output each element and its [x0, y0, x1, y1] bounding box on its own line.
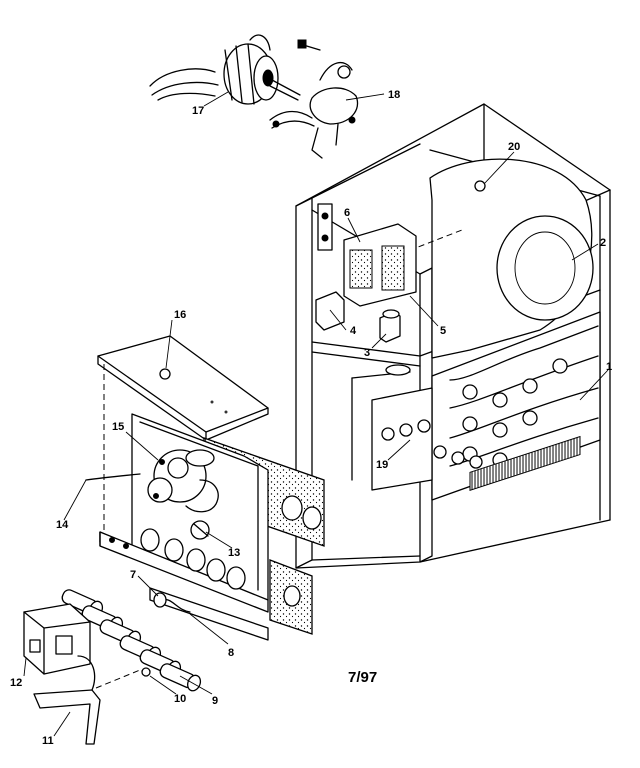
- callout-15: 15: [112, 421, 124, 433]
- callout-7: 7: [130, 569, 136, 581]
- callout-20: 20: [508, 141, 520, 153]
- manifold-pipe: [33, 667, 151, 745]
- burner-assembly: [85, 413, 269, 641]
- motor-mount: [269, 39, 359, 159]
- callout-8: 8: [228, 647, 234, 659]
- date-code: 7/97: [348, 669, 377, 686]
- callout-19: 19: [376, 459, 388, 471]
- callout-labels: 17 18 20 6 2 4 5 3 1 19 16 15 14 13 7 8 …: [10, 89, 612, 747]
- burner-row: [61, 589, 202, 692]
- callout-9: 9: [212, 695, 218, 707]
- furnace-cabinet: [295, 103, 611, 569]
- callout-18: 18: [388, 89, 400, 101]
- callout-leaders: [23, 91, 609, 737]
- callout-5: 5: [440, 325, 446, 337]
- callout-17: 17: [192, 105, 204, 117]
- callout-11: 11: [42, 735, 54, 747]
- callout-6: 6: [344, 207, 350, 219]
- callout-3: 3: [364, 347, 370, 359]
- callout-2: 2: [600, 237, 606, 249]
- blower-motor: [149, 34, 301, 105]
- callout-16: 16: [174, 309, 186, 321]
- burner: [159, 663, 202, 692]
- callout-14: 14: [56, 519, 69, 531]
- top-panel: [97, 335, 269, 548]
- callout-1: 1: [606, 361, 612, 373]
- callout-10: 10: [174, 693, 186, 705]
- callout-13: 13: [228, 547, 240, 559]
- callout-4: 4: [350, 325, 357, 337]
- callout-12: 12: [10, 677, 22, 689]
- gas-valve: [23, 603, 96, 691]
